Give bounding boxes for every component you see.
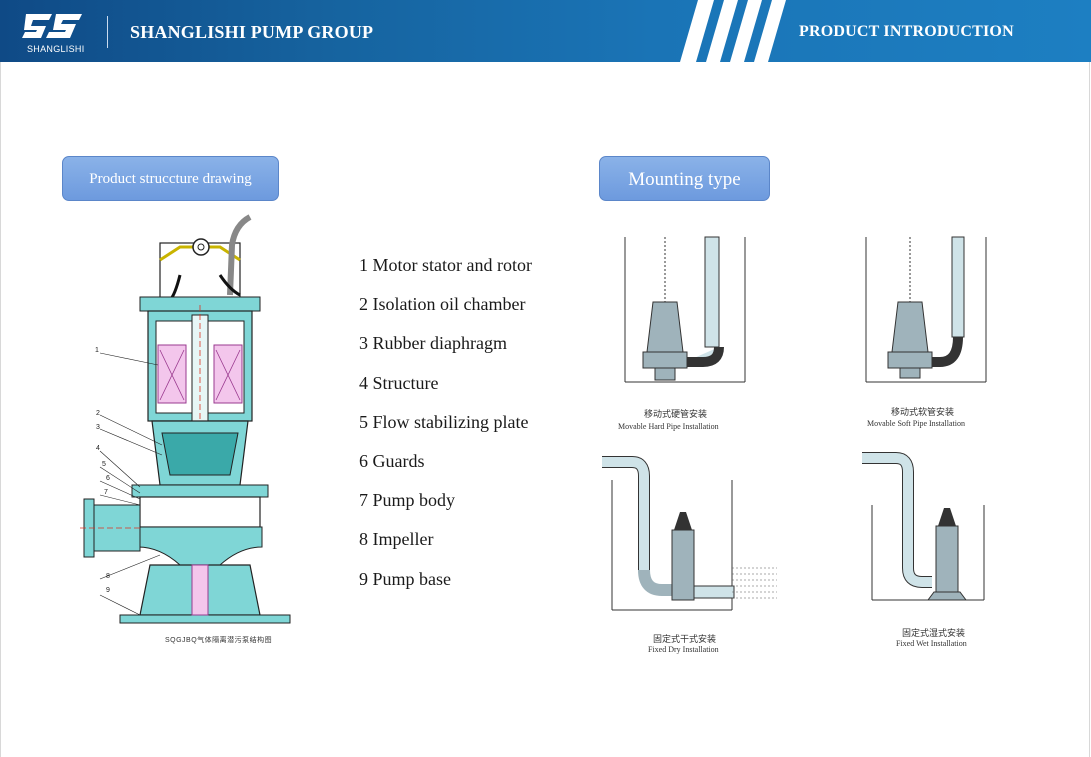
install-caption-en: Fixed Wet Installation	[896, 639, 967, 648]
fixed-dry-diagram	[602, 456, 777, 611]
section-title: PRODUCT INTRODUCTION	[799, 23, 1014, 40]
header-bar: SHANGLISHI SHANGLISHI PUMP GROUP PRODUCT…	[0, 0, 1091, 62]
pump-structure-drawing	[80, 214, 291, 624]
install-caption-cn: 固定式干式安装	[653, 634, 717, 644]
callout-1: 1	[95, 347, 99, 354]
movable-soft-pipe-diagram	[865, 236, 987, 383]
part-item: 8 Impeller	[359, 529, 434, 550]
movable-hard-pipe-diagram	[624, 236, 746, 383]
callout-7: 7	[104, 489, 108, 496]
part-item: 4 Structure	[359, 372, 439, 393]
install-movable-soft-pipe: 移动式软管安装 Movable Soft Pipe Installation	[858, 232, 998, 428]
part-item: 1 Motor stator and rotor	[359, 255, 532, 275]
install-caption-en: Movable Soft Pipe Installation	[867, 419, 965, 428]
install-caption-en: Movable Hard Pipe Installation	[618, 422, 719, 431]
install-fixed-wet: 固定式湿式安装 Fixed Wet Installation	[862, 450, 992, 648]
install-caption-cn: 移动式软管安装	[891, 407, 955, 417]
part-item: 2 Isolation oil chamber	[359, 294, 526, 315]
part-item: 9 Pump base	[359, 568, 451, 589]
page-border-right	[1089, 62, 1090, 757]
callout-6: 6	[106, 475, 110, 482]
part-item: 5 Flow stabilizing plate	[359, 411, 529, 432]
callout-8: 8	[106, 573, 110, 580]
company-name: SHANGLISHI PUMP GROUP	[130, 22, 374, 42]
callout-5: 5	[102, 461, 106, 468]
page-border-left	[0, 62, 1, 757]
part-item: 6 Guards	[359, 450, 425, 471]
install-caption-cn: 固定式湿式安装	[902, 628, 966, 638]
company-logo	[22, 14, 82, 38]
part-item: 7 Pump body	[359, 490, 456, 511]
callout-9: 9	[106, 587, 110, 594]
callout-4: 4	[96, 445, 100, 452]
callout-3: 3	[96, 424, 100, 431]
mounting-type-label: Mounting type	[599, 156, 770, 201]
install-movable-hard-pipe: 移动式硬管安装 Movable Hard Pipe Installation	[615, 232, 755, 431]
header-divider	[107, 16, 108, 48]
parts-list: 1 Motor stator and rotor 2 Isolation oil…	[359, 255, 532, 608]
structure-drawing-label: Product strucсture drawing	[62, 156, 279, 201]
install-caption-en: Fixed Dry Installation	[648, 645, 719, 654]
part-item: 3 Rubber diaphragm	[359, 333, 507, 354]
install-caption-cn: 移动式硬管安装	[644, 409, 708, 419]
install-fixed-dry: 固定式干式安装 Fixed Dry Installation	[602, 450, 777, 654]
callout-2: 2	[96, 410, 100, 417]
logo-text: SHANGLISHI	[27, 44, 85, 54]
header-stripes	[680, 0, 786, 62]
drawing-caption: SQGJBQ气体隔离潜污泵结构图	[165, 637, 273, 644]
fixed-wet-diagram	[862, 452, 985, 601]
